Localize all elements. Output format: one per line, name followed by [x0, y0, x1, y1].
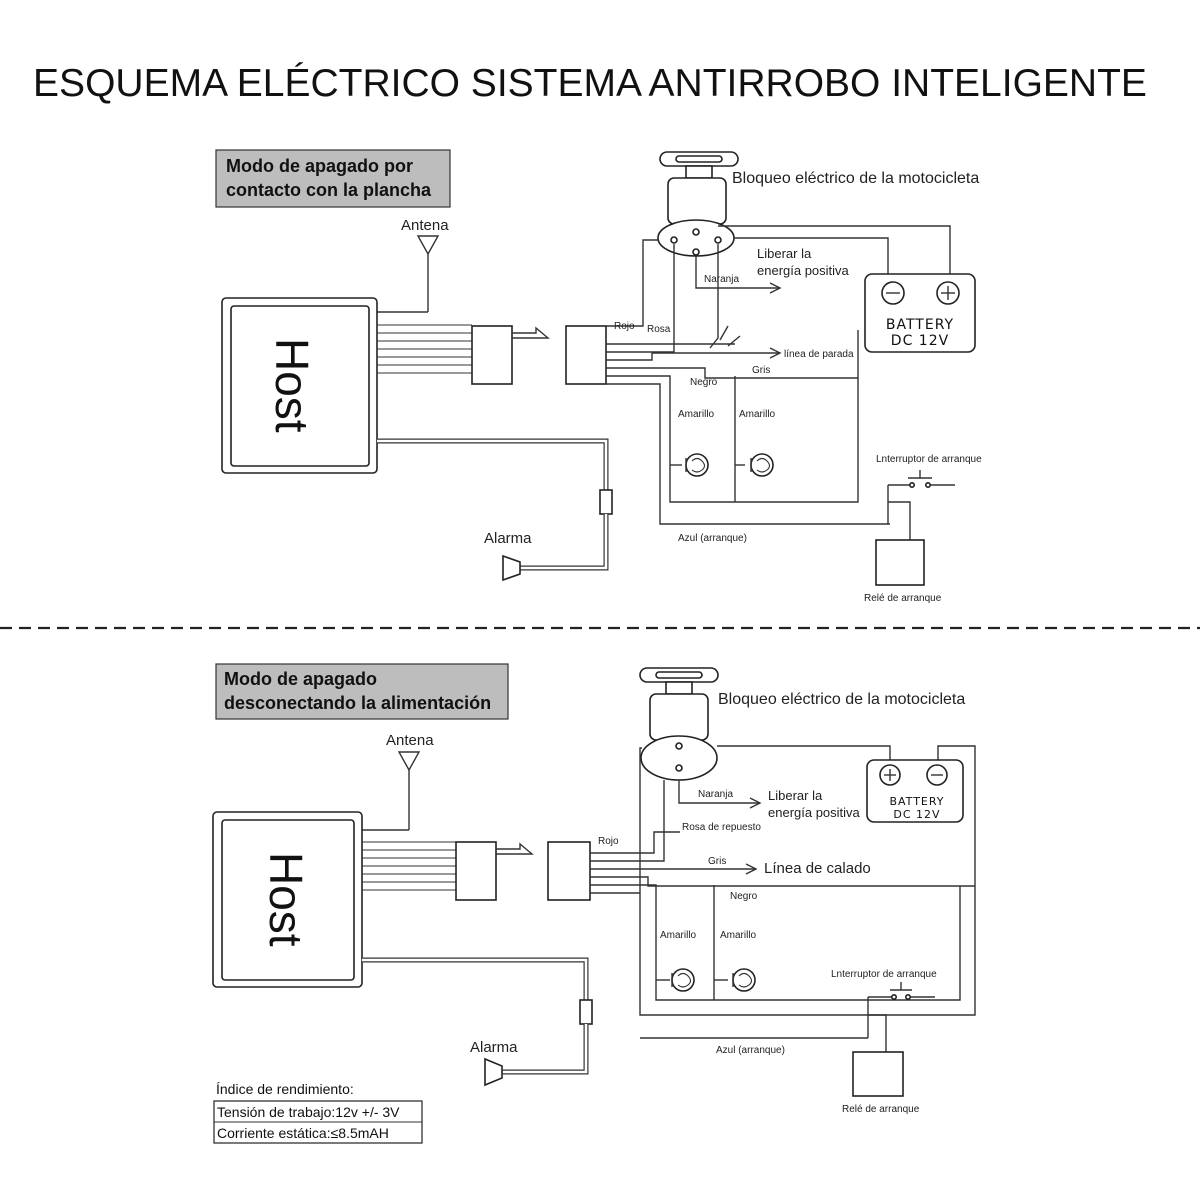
host-unit-2: Host: [212, 811, 363, 988]
specs-current: Corriente estática:≤8.5mAH: [217, 1125, 389, 1141]
ignition-lock-icon: [639, 667, 719, 781]
release-label-1-line1: Liberar la: [757, 246, 812, 261]
specs-voltage: Tensión de trabajo:12v +/- 3V: [217, 1104, 400, 1120]
wire-naranja-2: Naranja: [698, 789, 733, 800]
bulb-icon: [735, 453, 774, 477]
connector-female-2: [547, 841, 591, 901]
battery-label-2-line2: DC 12V: [893, 808, 940, 821]
stop-line-label-1: línea de parada: [784, 349, 854, 360]
battery-label-1-line2: DC 12V: [891, 333, 949, 349]
panel-power-disconnect: Modo de apagado desconectando la aliment…: [212, 663, 976, 1115]
horn-icon: [502, 554, 521, 582]
alarm-cable-2: [362, 957, 589, 1000]
antenna-icon: [362, 751, 421, 831]
host-harness-2: [362, 841, 456, 891]
battery-icon: [864, 273, 976, 353]
wire-negro-2: Negro: [730, 891, 758, 902]
start-relay-1: [875, 539, 925, 586]
wire-negro-1: Negro: [690, 377, 718, 388]
wire-gris-2: Gris: [708, 856, 726, 867]
battery-label-1-line1: BATTERY: [886, 317, 954, 333]
wire-azul-1: Azul (arranque): [678, 533, 747, 544]
antenna-label-2: Antena: [386, 732, 434, 749]
wire-rojo-2: Rojo: [598, 836, 619, 847]
wire-gris-1: Gris: [752, 365, 770, 376]
start-switch-label-2: Lnterruptor de arranque: [831, 969, 937, 980]
connector-male-2: [455, 841, 497, 901]
bulb-icon: [656, 968, 695, 992]
bulb-icon: [670, 453, 709, 477]
specs-heading: Índice de rendimiento:: [216, 1081, 354, 1097]
lock-label-1: Bloqueo eléctrico de la motocicleta: [732, 170, 979, 187]
mode-title-2-line1: Modo de apagado: [224, 669, 377, 689]
alarm-connector-1: [599, 489, 613, 515]
lock-label-2: Bloqueo eléctrico de la motocicleta: [718, 691, 965, 708]
battery-icon: [866, 759, 964, 823]
antenna-icon: [377, 235, 440, 313]
host-unit-1: Host: [221, 297, 378, 474]
start-switch-1: [887, 470, 955, 540]
release-label-2-line1: Liberar la: [768, 788, 823, 803]
host-label-2: Host: [260, 852, 312, 947]
connector-female-1: [565, 325, 607, 385]
stall-line-label-2: Línea de calado: [764, 860, 871, 877]
connector-male-1: [471, 325, 513, 385]
performance-specs: Índice de rendimiento: Tensión de trabaj…: [213, 1081, 423, 1144]
antenna-label-1: Antena: [401, 217, 449, 234]
connector-arrow-2: [496, 842, 534, 855]
ignition-lock-icon: [657, 151, 739, 257]
wire-rojo-1: Rojo: [614, 321, 635, 332]
host-harness-1: [377, 324, 472, 374]
wire-amarillo-2a: Amarillo: [660, 930, 697, 941]
wire-naranja-1: Naranja: [704, 274, 739, 285]
horn-icon: [484, 1057, 503, 1087]
wire-amarillo-2b: Amarillo: [720, 930, 757, 941]
bulb-icon: [714, 968, 756, 992]
mode-box-2: [215, 663, 509, 720]
alarm-label-1: Alarma: [484, 530, 532, 547]
wire-rosa-1: Rosa: [647, 324, 671, 335]
alarm-cable-1: [377, 438, 609, 490]
alarm-label-2: Alarma: [470, 1039, 518, 1056]
mode-title-1-line1: Modo de apagado por: [226, 156, 413, 176]
wire-azul-2: Azul (arranque): [716, 1045, 785, 1056]
battery-label-2-line1: BATTERY: [889, 795, 944, 808]
start-switch-2: [640, 982, 935, 1052]
relay-label-1: Relé de arranque: [864, 593, 942, 604]
release-label-1-line2: energía positiva: [757, 263, 850, 278]
panel-ignition-contact: Modo de apagado por contacto con la plan…: [215, 149, 982, 604]
connector-arrow-1: [512, 326, 550, 339]
page-title: ESQUEMA ELÉCTRICO SISTEMA ANTIRROBO INTE…: [33, 62, 1147, 105]
mode-title-1-line2: contacto con la plancha: [226, 180, 432, 200]
host-label-1: Host: [266, 338, 318, 433]
wire-rosa-repuesto-2: Rosa de repuesto: [682, 822, 761, 833]
start-relay-2: [852, 1051, 904, 1097]
relay-label-2: Relé de arranque: [842, 1104, 920, 1115]
alarm-connector-2: [579, 999, 593, 1025]
mode-box-1: [215, 149, 451, 208]
wire-amarillo-1a: Amarillo: [678, 409, 715, 420]
mode-title-2-line2: desconectando la alimentación: [224, 693, 491, 713]
start-switch-label-1: Lnterruptor de arranque: [876, 454, 982, 465]
release-label-2-line2: energía positiva: [768, 805, 861, 820]
wire-amarillo-1b: Amarillo: [739, 409, 776, 420]
